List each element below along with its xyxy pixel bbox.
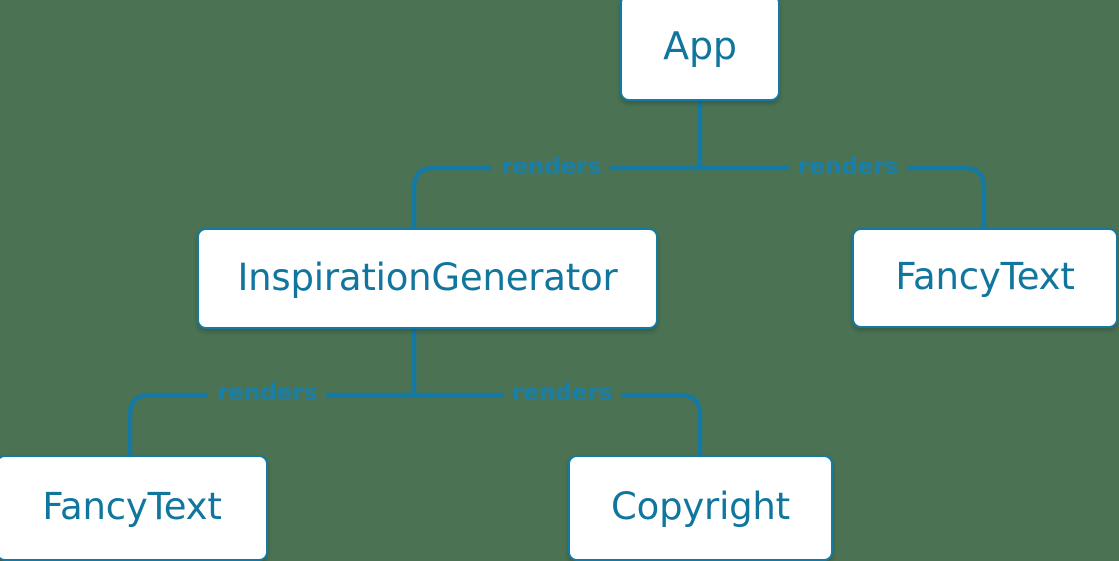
edge-app-to-fancy-text-right bbox=[700, 165, 987, 230]
node-fancy-text-bottom-left-label: FancyText bbox=[42, 485, 222, 528]
edge-inspiration-generator-to-fancy-text bbox=[127, 392, 414, 457]
node-app-label: App bbox=[663, 24, 737, 68]
edge-label-app-to-fancy-text-right: renders bbox=[789, 156, 908, 179]
node-copyright[interactable]: Copyright bbox=[568, 455, 833, 561]
edge-app-to-inspiration-generator bbox=[411, 165, 700, 230]
node-fancy-text-bottom-left[interactable]: FancyText bbox=[0, 455, 268, 561]
node-inspiration-generator[interactable]: InspirationGenerator bbox=[197, 228, 658, 329]
node-copyright-label: Copyright bbox=[611, 485, 790, 528]
edge-label-inspiration-generator-to-fancy-text: renders bbox=[208, 382, 327, 405]
edge-inspiration-generator-to-copyright bbox=[414, 392, 703, 457]
node-fancy-text-right-label: FancyText bbox=[895, 255, 1075, 298]
node-fancy-text-right[interactable]: FancyText bbox=[852, 228, 1118, 328]
edge-label-inspiration-generator-to-copyright: renders bbox=[503, 382, 622, 405]
edge-label-app-to-inspiration-generator: renders bbox=[492, 156, 611, 179]
node-app[interactable]: App bbox=[620, 0, 780, 101]
node-inspiration-generator-label: InspirationGenerator bbox=[237, 255, 618, 299]
